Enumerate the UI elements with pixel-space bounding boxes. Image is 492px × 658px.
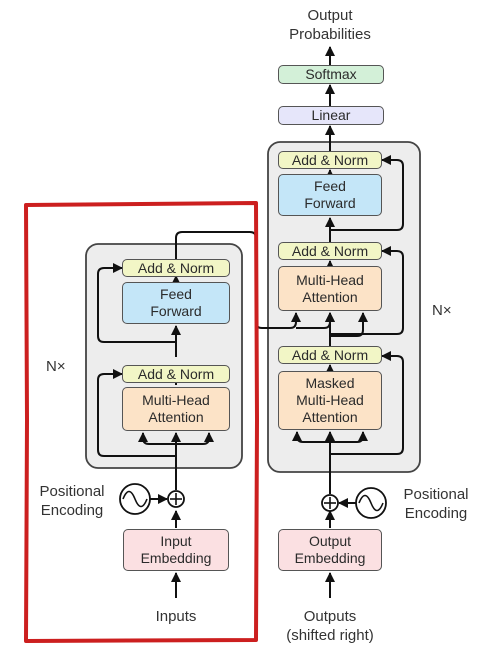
output-probabilities-label: Output Probabilities: [270, 6, 390, 44]
input-embedding: Input Embedding: [123, 529, 229, 571]
decoder-pe-line-1: Positional: [403, 486, 469, 503]
decoder-add-norm-bottom-label: Add & Norm: [291, 346, 369, 363]
encoder-residual-2: [97, 263, 176, 343]
decoder-add-norm-middle-label: Add & Norm: [291, 242, 369, 259]
decoder-ff-line-1: Feed: [314, 178, 346, 194]
encoder-pe-line-1: Positional: [39, 483, 105, 500]
decoder-cross-attention: Multi-Head Attention: [278, 266, 382, 311]
input-embedding-line-2: Embedding: [140, 550, 212, 566]
input-embedding-line-1: Input: [160, 533, 192, 549]
decoder-add-norm-middle: Add & Norm: [278, 242, 382, 260]
encoder-ff-line-1: Feed: [160, 286, 192, 302]
decoder-residual-2: [330, 246, 404, 335]
decoder-cross-line-2: Attention: [302, 288, 358, 305]
softmax-label: Softmax: [305, 66, 357, 82]
decoder-sum-node: [321, 494, 339, 512]
outputs-line-1: Outputs: [303, 608, 357, 625]
output-embedding: Output Embedding: [278, 529, 382, 571]
decoder-ff-line-2: Forward: [304, 195, 356, 211]
decoder-positional-wave-icon: [355, 487, 387, 519]
linear-label: Linear: [311, 107, 351, 123]
encoder-positional-wave-icon: [119, 483, 151, 515]
encoder-ff-line-2: Forward: [150, 303, 202, 319]
decoder-feed-forward: Feed Forward: [278, 174, 382, 216]
decoder-positional-encoding-label: Positional Encoding: [392, 485, 480, 523]
encoder-pe-line-2: Encoding: [40, 502, 104, 519]
encoder-repeat-label: N×: [46, 358, 66, 375]
output-prob-line-2: Probabilities: [289, 26, 371, 43]
decoder-residual-1: [330, 351, 404, 455]
encoder-sum-node: [167, 490, 185, 508]
encoder-feed-forward: Feed Forward: [122, 282, 230, 324]
output-prob-line-1: Output: [307, 7, 353, 24]
decoder-add-norm-top-label: Add & Norm: [291, 151, 369, 168]
decoder-masked-attention: Masked Multi-Head Attention: [278, 371, 382, 430]
decoder-cross-line-1: Multi-Head: [296, 271, 364, 288]
outputs-line-2: (shifted right): [286, 627, 374, 644]
inputs-label: Inputs: [155, 608, 197, 625]
softmax-block: Softmax: [278, 65, 384, 84]
encoder-mha-line-1: Multi-Head: [142, 392, 210, 408]
encoder-mha-line-2: Attention: [148, 409, 204, 425]
encoder-add-norm-top-label: Add & Norm: [137, 259, 215, 276]
decoder-residual-3: [330, 155, 404, 231]
encoder-positional-encoding-label: Positional Encoding: [28, 482, 116, 520]
encoder-add-norm-bottom-label: Add & Norm: [137, 365, 215, 382]
decoder-add-norm-bottom: Add & Norm: [278, 346, 382, 364]
decoder-masked-line-1: Masked: [305, 375, 355, 391]
decoder-masked-line-2: Multi-Head: [296, 392, 364, 408]
encoder-stack: [85, 243, 243, 469]
linear-block: Linear: [278, 106, 384, 125]
encoder-add-norm-top: Add & Norm: [122, 259, 230, 277]
decoder-add-norm-top: Add & Norm: [278, 151, 382, 169]
decoder-masked-line-3: Attention: [302, 409, 358, 425]
decoder-pe-line-2: Encoding: [404, 505, 468, 522]
outputs-label: Outputs (shifted right): [272, 607, 388, 645]
encoder-multi-head-attention: Multi-Head Attention: [122, 387, 230, 431]
output-embedding-line-2: Embedding: [294, 550, 366, 566]
encoder-add-norm-bottom: Add & Norm: [122, 365, 230, 383]
decoder-repeat-label: N×: [432, 302, 452, 319]
encoder-residual-1: [97, 369, 176, 457]
encoder-highlight-box: [24, 201, 259, 643]
output-embedding-line-1: Output: [308, 533, 352, 549]
